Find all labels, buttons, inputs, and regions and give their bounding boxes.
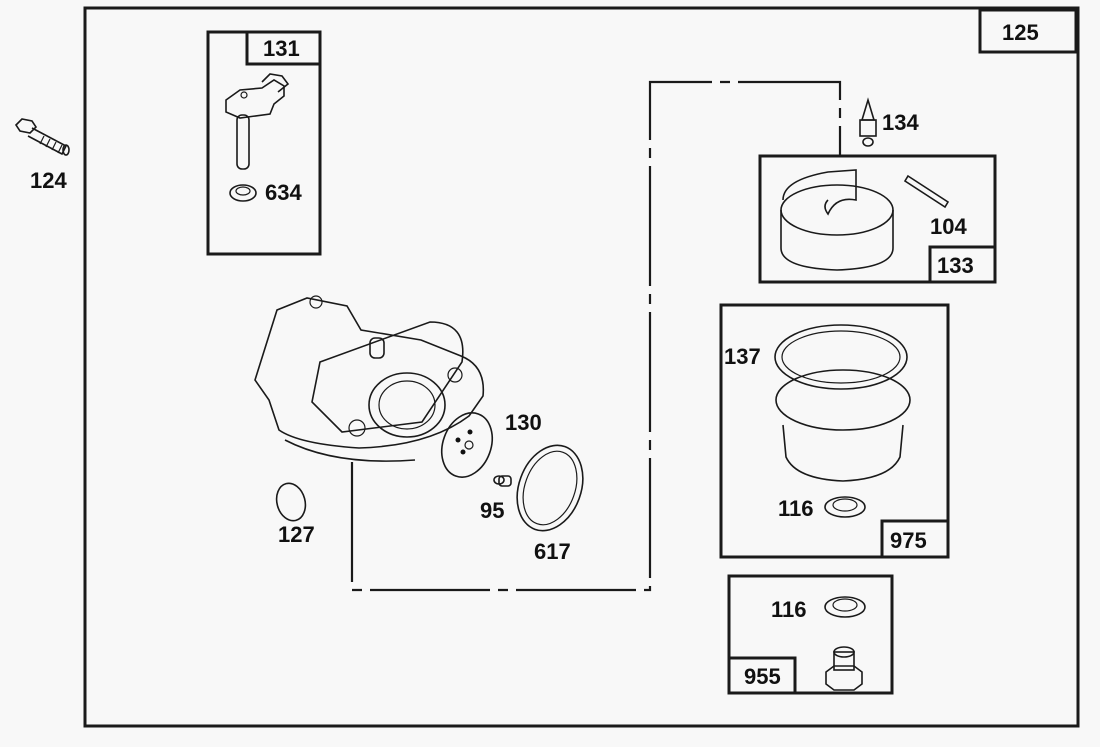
bolt-124-icon[interactable] xyxy=(14,118,70,156)
bowl-screw-icon xyxy=(825,646,863,691)
o-ring-617-icon[interactable] xyxy=(506,436,594,540)
label-133: 133 xyxy=(937,253,974,278)
kit-133-box[interactable]: 133 xyxy=(758,154,997,284)
label-955: 955 xyxy=(744,664,781,689)
carburetor-body-icon[interactable] xyxy=(254,295,485,462)
kit-131-box[interactable]: 131 xyxy=(206,30,322,256)
screw-95-icon[interactable] xyxy=(493,475,512,487)
leader-line xyxy=(350,80,842,592)
bowl-icon xyxy=(775,369,911,482)
kit-955-box[interactable]: 955 xyxy=(727,574,894,695)
float-icon xyxy=(780,169,894,271)
label-104: 104 xyxy=(930,214,967,239)
choke-shaft-icon xyxy=(225,73,290,170)
label-116-bowl: 116 xyxy=(778,496,814,521)
needle-valve-134-icon[interactable] xyxy=(859,97,877,147)
label-617: 617 xyxy=(534,539,571,564)
label-127: 127 xyxy=(278,522,315,547)
label-124: 124 xyxy=(30,168,67,193)
kit-975-box[interactable]: 975 xyxy=(719,303,950,559)
washer-116-kit-icon xyxy=(824,596,866,618)
label-975: 975 xyxy=(890,528,927,553)
label-131: 131 xyxy=(263,36,300,61)
label-95: 95 xyxy=(480,498,504,523)
label-134: 134 xyxy=(882,110,919,135)
label-634: 634 xyxy=(265,180,302,205)
label-116-kit: 116 xyxy=(771,597,807,622)
label-137: 137 xyxy=(724,344,761,369)
label-130: 130 xyxy=(505,410,542,435)
label-125: 125 xyxy=(1002,20,1039,45)
float-pin-104-icon xyxy=(903,174,950,209)
throttle-plate-130-icon[interactable] xyxy=(433,406,501,484)
welch-plug-127-icon[interactable] xyxy=(273,480,310,524)
callout-125-tag[interactable]: 125 xyxy=(978,8,1078,54)
washer-116-icon xyxy=(824,496,866,518)
seal-634-icon xyxy=(229,184,257,202)
gasket-137-icon xyxy=(774,324,908,390)
assembly-frame xyxy=(83,6,1080,728)
